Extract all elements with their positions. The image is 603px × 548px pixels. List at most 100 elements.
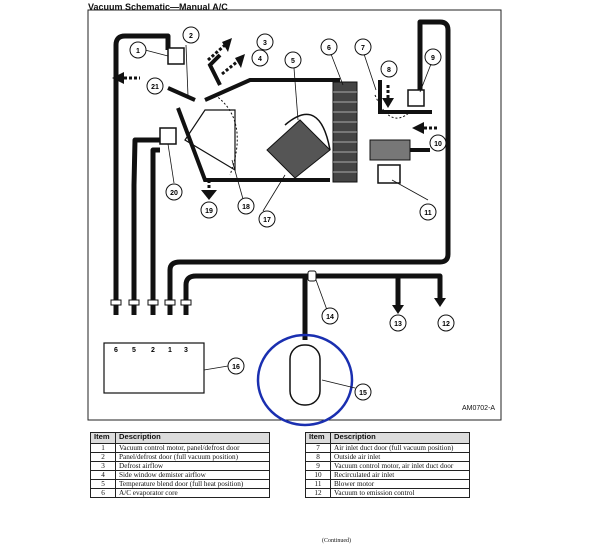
callout-2: 2 bbox=[182, 26, 200, 44]
callout-16: 16 bbox=[227, 357, 245, 375]
callout-8-label: 8 bbox=[387, 67, 391, 74]
item-number: 4 bbox=[90, 470, 116, 480]
hand-drawn-circle bbox=[256, 333, 354, 427]
item-number: 5 bbox=[90, 479, 116, 489]
callout-6: 6 bbox=[320, 38, 338, 56]
vacuum-hoses bbox=[113, 19, 451, 340]
blend-door-arc bbox=[284, 113, 331, 151]
item-number: 3 bbox=[90, 461, 116, 471]
callout-5: 5 bbox=[284, 51, 302, 69]
vacuum-motor-panel-defrost bbox=[167, 47, 185, 65]
item-description: Air inlet duct door (full vacuum positio… bbox=[330, 443, 470, 453]
heater-core bbox=[266, 119, 331, 179]
vacuum-schematic-diagram: 6 5 2 1 3 bbox=[87, 9, 502, 427]
callout-14-label: 14 bbox=[326, 314, 334, 321]
callout-1: 1 bbox=[129, 41, 147, 59]
port-label-6: 6 bbox=[114, 347, 118, 354]
port-label-5: 5 bbox=[132, 347, 136, 354]
item-description: Vacuum control motor, air inlet duct doo… bbox=[330, 461, 470, 471]
item-description: Outside air inlet bbox=[330, 452, 470, 462]
vacuum-reservoir bbox=[289, 344, 321, 406]
item-description: Panel/defrost door (full vacuum position… bbox=[115, 452, 270, 462]
callout-6-label: 6 bbox=[327, 45, 331, 52]
callout-9: 9 bbox=[424, 48, 442, 66]
callout-17: 17 bbox=[258, 210, 276, 228]
callout-21-label: 21 bbox=[151, 84, 159, 91]
arrow-21 bbox=[112, 72, 124, 84]
diagram-frame bbox=[87, 9, 502, 421]
hose-arrowheads bbox=[392, 298, 446, 314]
arrow-recirc bbox=[412, 122, 424, 134]
vacuum-manifold-box bbox=[103, 342, 205, 394]
callout-3-label: 3 bbox=[263, 40, 267, 47]
hose-connectors bbox=[110, 270, 317, 306]
callout-20: 20 bbox=[165, 183, 183, 201]
blower-motor bbox=[377, 164, 401, 184]
door-swing-arc bbox=[214, 94, 238, 176]
item-header: Item bbox=[90, 432, 116, 444]
callout-10: 10 bbox=[429, 134, 447, 152]
port-label-2: 2 bbox=[151, 347, 155, 354]
arrow-outside-air bbox=[382, 98, 394, 108]
item-number: 6 bbox=[90, 488, 116, 498]
callout-12-label: 12 bbox=[442, 321, 450, 328]
callouts: 1 2 3 4 5 6 7 8 9 10 11 12 13 14 15 16 1… bbox=[129, 26, 455, 401]
item-number: 10 bbox=[305, 470, 331, 480]
callout-7: 7 bbox=[354, 38, 372, 56]
continued-note: (Continued) bbox=[322, 538, 351, 544]
callout-4: 4 bbox=[251, 49, 269, 67]
hose-port-5 bbox=[131, 137, 165, 315]
figure-id: AM0702-A bbox=[462, 405, 496, 412]
arrow-demister bbox=[235, 54, 245, 68]
port-labels: 6 5 2 1 3 bbox=[114, 347, 188, 354]
table-header-row: Item Description bbox=[90, 432, 270, 444]
hose-port-1 bbox=[167, 19, 451, 315]
leader-lines bbox=[144, 44, 432, 389]
callout-13-label: 13 bbox=[394, 321, 402, 328]
callout-12: 12 bbox=[437, 314, 455, 332]
vacuum-motor-air-inlet bbox=[407, 89, 425, 107]
description-header: Description bbox=[115, 432, 270, 444]
callout-11-label: 11 bbox=[424, 210, 432, 217]
item-number: 11 bbox=[305, 479, 331, 489]
callout-8: 8 bbox=[380, 60, 398, 78]
item-number: 1 bbox=[90, 443, 116, 453]
item-description: Side window demister airflow bbox=[115, 470, 270, 480]
item-description: Blower motor bbox=[330, 479, 470, 489]
callout-16-label: 16 bbox=[232, 364, 240, 371]
hose-port-6 bbox=[113, 33, 171, 315]
callout-15-label: 15 bbox=[359, 390, 367, 397]
item-number: 9 bbox=[305, 461, 331, 471]
page-title: Vacuum Schematic—Manual A/C bbox=[88, 2, 228, 12]
description-header: Description bbox=[330, 432, 470, 444]
callout-4-label: 4 bbox=[258, 56, 262, 63]
blower-housing bbox=[369, 139, 411, 161]
callout-2-label: 2 bbox=[189, 33, 193, 40]
callout-9-label: 9 bbox=[431, 55, 435, 62]
callout-13: 13 bbox=[389, 314, 407, 332]
hose-port-2 bbox=[150, 147, 160, 315]
air-inlet-door-arc bbox=[374, 94, 411, 119]
callout-10-label: 10 bbox=[434, 141, 442, 148]
callout-18-label: 18 bbox=[242, 204, 250, 211]
callout-20-label: 20 bbox=[170, 190, 178, 197]
callout-17-label: 17 bbox=[263, 217, 271, 224]
callout-19-label: 19 bbox=[205, 208, 213, 215]
airflow-arrows bbox=[112, 38, 424, 200]
callout-18: 18 bbox=[237, 197, 255, 215]
callout-15: 15 bbox=[354, 383, 372, 401]
callout-1-label: 1 bbox=[136, 48, 140, 55]
callout-11: 11 bbox=[419, 203, 437, 221]
port-label-3: 3 bbox=[184, 347, 188, 354]
item-number: 2 bbox=[90, 452, 116, 462]
airflow-arrow-tails bbox=[124, 43, 438, 190]
item-header: Item bbox=[305, 432, 331, 444]
